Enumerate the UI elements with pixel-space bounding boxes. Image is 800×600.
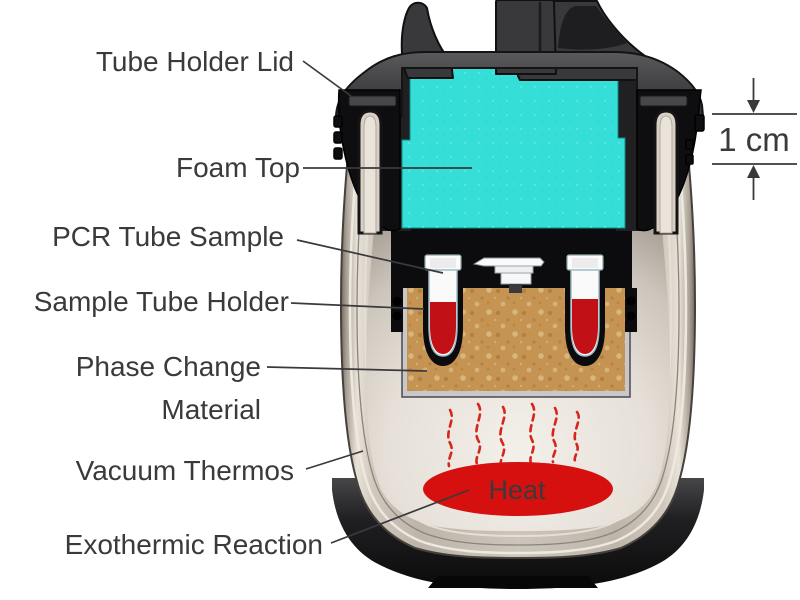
label-phase-change-material: Phase Change Material [76,345,261,431]
scale-label: 1 cm [718,121,790,158]
leader-pcr-tube-sample [296,239,444,274]
label-exothermic-reaction: Exothermic Reaction [64,529,323,560]
lid-plate [334,51,705,117]
tube-holder-lid-assembly [333,0,705,235]
heat-label: Heat [488,475,546,505]
scale-arrow-bottom-head [747,165,760,178]
label-pcr-tube-sample: PCR Tube Sample [52,221,284,252]
thermos-wall-channels [357,109,679,235]
label-phase-change-line2: Material [161,394,261,425]
lid-bar-left [348,95,397,107]
label-vacuum-thermos: Vacuum Thermos [75,455,294,486]
leader-sample-tube-holder [290,302,425,310]
foam-top-block [401,63,626,229]
leader-vacuum-thermos [305,450,364,470]
wall-layer-line-inner [363,115,673,538]
lid-bar-right [639,95,688,107]
pcr-tube-right [566,254,604,357]
scale-arrow-top-head [747,100,760,113]
leader-exothermic-reaction [330,489,470,544]
label-foam-top: Foam Top [176,152,300,183]
pcr-tube-left [424,254,462,357]
pcr-tube-right-liquid [572,299,598,354]
pcr-tube-center-closed [472,257,545,293]
label-phase-change-line1: Phase Change [75,351,261,382]
pcr-tube-left-liquid [430,302,456,354]
wall-layer-line-outer [348,115,688,555]
leader-phase-change-material [266,366,428,372]
wall-layer-line-mid [356,115,680,546]
handle-right-recess [558,6,627,50]
label-tube-holder-lid: Tube Holder Lid [95,46,294,77]
heat-wave-lines [447,402,580,468]
heat-ellipse [423,462,613,516]
base-notch [428,576,598,588]
scale-marker: 1 cm [712,78,797,200]
exothermic-reaction-zone: Heat [423,402,613,516]
leader-tube-holder-lid [302,60,352,97]
leader-lines [266,60,472,544]
label-sample-tube-holder: Sample Tube Holder [33,286,289,317]
